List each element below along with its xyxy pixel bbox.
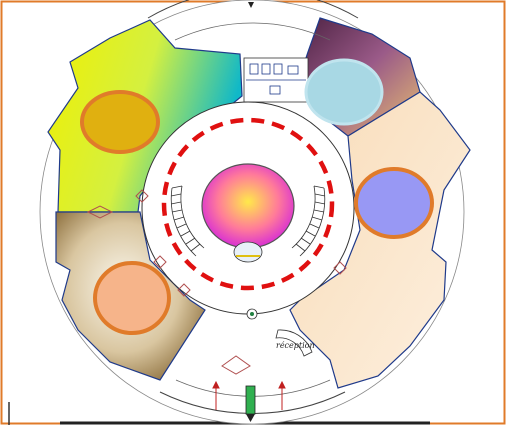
- atrium-lift: [233, 241, 263, 263]
- reception-desk: [275, 329, 313, 357]
- core-ring: [161, 117, 335, 291]
- marker-lavender: [354, 167, 434, 239]
- entrance-marker: [245, 385, 256, 415]
- marker-light-blue: [304, 58, 384, 126]
- door-symbols: [86, 189, 347, 375]
- marker-yellow: [80, 90, 160, 154]
- wall-arc-top: [147, 0, 359, 19]
- entrance-arrow-head: [246, 414, 255, 422]
- wall-arc-top-inner: [174, 22, 331, 41]
- staircase-left: [170, 185, 205, 257]
- north-marker: [248, 2, 254, 8]
- marker-salmon: [93, 261, 171, 335]
- central-atrium: [201, 163, 295, 249]
- entrance-arrows: [212, 380, 286, 410]
- staircase-right: [291, 185, 326, 257]
- column-dot: [250, 312, 254, 316]
- service-fixtures: [246, 63, 306, 95]
- reception-label: réception: [276, 341, 315, 350]
